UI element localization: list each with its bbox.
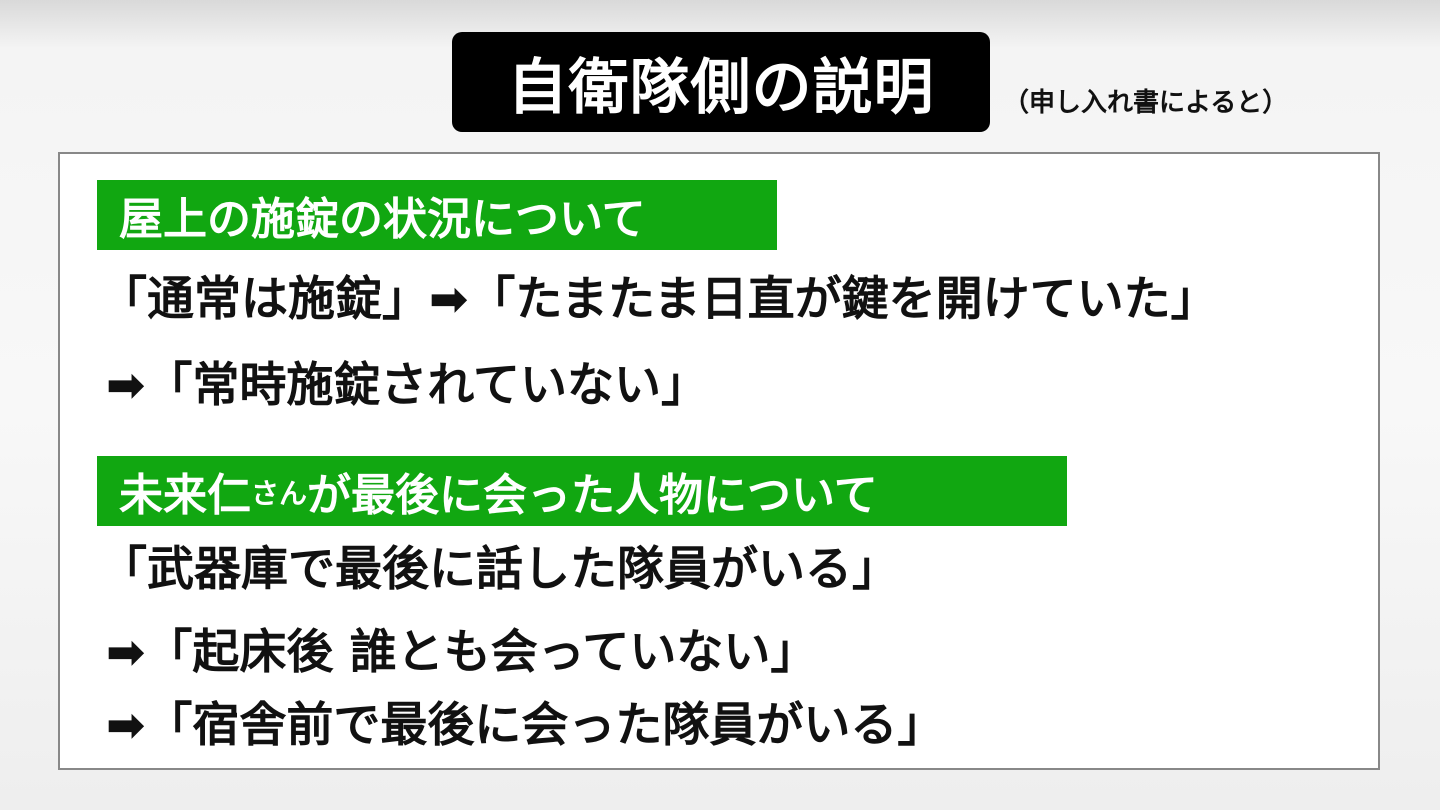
statement-line: 「通常は施錠」➡「たまたま日直が鍵を開けていた」: [100, 276, 1218, 323]
statement-text: 「宿舎前で最後に会った隊員がいる」: [145, 698, 945, 753]
subtitle: （申し入れ書によると）: [1003, 88, 1289, 118]
statement-text: 「武器庫で最後に話した隊員がいる」: [100, 542, 899, 597]
statement-text: 「通常は施錠」: [100, 272, 429, 327]
section-label-text: が最後に会った人物について: [307, 470, 878, 521]
section-label-text: 未来仁: [119, 470, 251, 521]
section-label-honorific: さん: [251, 477, 308, 510]
statement-text: 「常時施錠されていない」: [145, 358, 708, 413]
statement-line: ➡「常時施錠されていない」: [106, 362, 708, 409]
statement-text: 「起床後 誰とも会っていない」: [145, 625, 818, 680]
title-box: 自衛隊側の説明: [452, 32, 990, 132]
statement-line: ➡「宿舎前で最後に会った隊員がいる」: [106, 702, 944, 749]
right-arrow-icon: ➡: [106, 698, 146, 753]
content-panel: 屋上の施錠の状況について 「通常は施錠」➡「たまたま日直が鍵を開けていた」 ➡「…: [58, 152, 1380, 770]
right-arrow-icon: ➡: [429, 272, 469, 327]
section-label-text: 屋上の施錠の状況について: [119, 194, 646, 245]
right-arrow-icon: ➡: [106, 358, 146, 413]
page-title: 自衛隊側の説明: [507, 52, 935, 123]
statement-line: ➡「起床後 誰とも会っていない」: [106, 629, 817, 676]
section-label-last-person-met: 未来仁さんが最後に会った人物について: [97, 456, 1067, 526]
statement-text: 「たまたま日直が鍵を開けていた」: [468, 272, 1218, 327]
right-arrow-icon: ➡: [106, 625, 146, 680]
section-label-rooftop-lock: 屋上の施錠の状況について: [97, 180, 777, 250]
statement-line: 「武器庫で最後に話した隊員がいる」: [100, 546, 899, 593]
